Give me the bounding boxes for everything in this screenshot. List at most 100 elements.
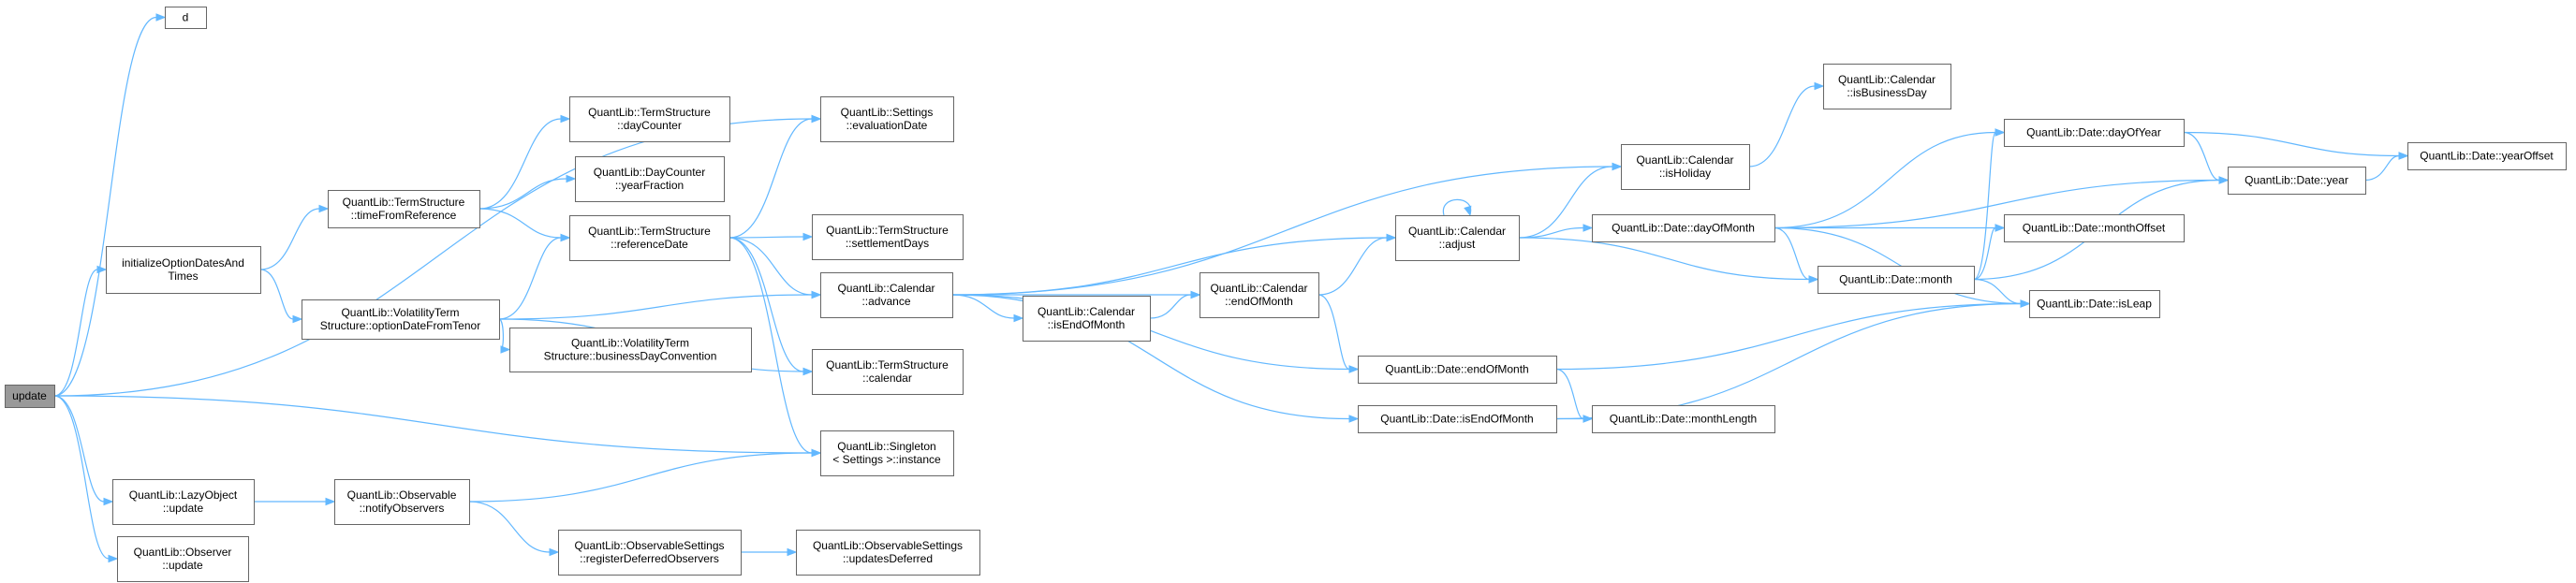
node-d[interactable]: d <box>165 7 207 29</box>
node-label: QuantLib::Calendar <box>1636 153 1733 167</box>
node-tsCalendar[interactable]: QuantLib::TermStructure::calendar <box>812 349 964 395</box>
edge-calEOM-to-calAdjust <box>1317 237 1388 296</box>
node-dateYearOffset[interactable]: QuantLib::Date::yearOffset <box>2407 142 2567 170</box>
edge-calIsHoliday-to-calIsBusinessDay <box>1748 85 1816 168</box>
edge-dateDayOfMonth-to-dateDayOfYear <box>1774 131 1996 229</box>
edge-tsRefDate-to-tsSettlement-arrowhead <box>802 232 814 241</box>
node-regDeferred[interactable]: QuantLib::ObservableSettings::registerDe… <box>558 530 742 576</box>
node-dateDayOfMonth[interactable]: QuantLib::Date::dayOfMonth <box>1592 214 1775 242</box>
node-dateMonth[interactable]: QuantLib::Date::month <box>1818 266 1975 294</box>
edge-dateIsEOM-to-dateIsLeap <box>1555 302 2022 420</box>
node-vtsBDC[interactable]: QuantLib::VolatilityTermStructure::busin… <box>509 328 752 372</box>
node-lazyUpdate[interactable]: QuantLib::LazyObject::update <box>112 479 255 525</box>
edge-calAdvance-to-calIsEOM-arrowhead <box>1013 313 1024 323</box>
node-dateMonthOffset[interactable]: QuantLib::Date::monthOffset <box>2004 214 2185 242</box>
node-dateIsEOM[interactable]: QuantLib::Date::isEndOfMonth <box>1358 405 1557 433</box>
edge-calIsEOM-to-calEOM-arrowhead <box>1190 290 1201 299</box>
node-label: ::notifyObservers <box>360 502 445 515</box>
node-label: ::isHoliday <box>1659 167 1711 180</box>
node-label: ::referenceDate <box>611 238 688 251</box>
edge-update-to-d-arrowhead <box>155 13 167 22</box>
node-obsUpdate[interactable]: QuantLib::Observer::update <box>117 536 249 582</box>
node-calAdjust[interactable]: QuantLib::Calendar::adjust <box>1395 215 1520 261</box>
edge-calEOM-to-calAdjust-arrowhead <box>1386 233 1397 242</box>
node-label: QuantLib::VolatilityTerm <box>341 306 459 319</box>
node-label: QuantLib::Singleton <box>837 440 935 453</box>
edge-update-to-initOpt <box>53 269 98 397</box>
edge-vtsOptionDate-to-calAdvance <box>498 294 813 320</box>
edge-initOpt-to-vtsOptionDate <box>259 269 294 320</box>
node-update[interactable]: update <box>5 385 55 408</box>
node-label: QuantLib::Calendar <box>1838 73 1936 86</box>
edge-calAdjust-to-calIsHoliday <box>1518 166 1613 239</box>
node-tsDayCounter[interactable]: QuantLib::TermStructure::dayCounter <box>569 96 730 142</box>
node-box <box>334 479 470 525</box>
edge-dateYear-to-dateYearOffset <box>2364 154 2400 182</box>
node-dcYearFraction[interactable]: QuantLib::DayCounter::yearFraction <box>575 156 725 202</box>
edge-calAdvance-to-calIsHoliday <box>951 166 1613 296</box>
node-calIsHoliday[interactable]: QuantLib::Calendar::isHoliday <box>1621 144 1750 190</box>
edge-calIsEOM-to-calEOM <box>1149 294 1192 319</box>
node-box <box>117 536 249 582</box>
node-label: Structure::businessDayConvention <box>544 350 717 363</box>
node-label: ::dayCounter <box>617 119 682 132</box>
node-box <box>2029 290 2160 318</box>
node-box <box>2407 142 2567 170</box>
node-dateDayOfYear[interactable]: QuantLib::Date::dayOfYear <box>2004 119 2185 147</box>
node-label: QuantLib::Date::yearOffset <box>2420 150 2554 163</box>
node-label: ::settlementDays <box>846 237 929 250</box>
node-calIsEOM[interactable]: QuantLib::Calendar::isEndOfMonth <box>1023 296 1151 342</box>
node-vtsOptionDate[interactable]: QuantLib::VolatilityTermStructure::optio… <box>302 299 500 340</box>
edge-vtsOptionDate-to-tsRefDate-arrowhead <box>560 233 571 242</box>
node-label: ::advance <box>861 295 910 308</box>
edge-calAdvance-to-calAdjust <box>951 237 1388 296</box>
node-label: QuantLib::Date::monthOffset <box>2023 222 2166 235</box>
node-updatesDeferred[interactable]: QuantLib::ObservableSettings::updatesDef… <box>796 530 980 576</box>
node-tsRefDate[interactable]: QuantLib::TermStructure::referenceDate <box>569 215 730 261</box>
node-calAdvance[interactable]: QuantLib::Calendar::advance <box>820 272 953 318</box>
node-box <box>1621 144 1750 190</box>
node-dateEOM[interactable]: QuantLib::Date::endOfMonth <box>1358 356 1557 384</box>
node-box <box>302 299 500 340</box>
node-tsSettlement[interactable]: QuantLib::TermStructure::settlementDays <box>812 214 964 260</box>
edge-initOpt-to-vtsOptionDate-arrowhead <box>292 314 303 324</box>
edge-lazyUpdate-to-notifyObs-arrowhead <box>325 497 336 506</box>
node-calEOM[interactable]: QuantLib::Calendar::endOfMonth <box>1200 272 1319 318</box>
node-label: QuantLib::TermStructure <box>588 225 711 238</box>
edge-calIsHoliday-to-calIsBusinessDay-arrowhead <box>1814 81 1825 91</box>
node-box <box>569 96 730 142</box>
edge-dateEOM-to-dateMonthLength <box>1555 368 1584 420</box>
node-label: ::adjust <box>1439 238 1476 251</box>
node-singleton[interactable]: QuantLib::Singleton< Settings >::instanc… <box>820 430 954 476</box>
node-box <box>106 246 261 294</box>
node-dateMonthLength[interactable]: QuantLib::Date::monthLength <box>1592 405 1775 433</box>
node-dateIsLeap[interactable]: QuantLib::Date::isLeap <box>2029 290 2160 318</box>
node-box <box>2228 167 2366 195</box>
node-calIsBusinessDay[interactable]: QuantLib::Calendar::isBusinessDay <box>1823 64 1951 109</box>
node-tsTimeFromRef[interactable]: QuantLib::TermStructure::timeFromReferen… <box>328 190 480 228</box>
node-label: QuantLib::Date::dayOfYear <box>2026 126 2161 139</box>
node-label: QuantLib::Observable <box>347 488 457 502</box>
node-label: ::update <box>163 502 204 515</box>
edge-tsRefDate-to-tsCalendar-arrowhead <box>802 367 814 376</box>
node-box <box>1358 356 1557 384</box>
node-box <box>575 156 725 202</box>
node-box <box>820 96 954 142</box>
node-label: ::endOfMonth <box>1225 295 1293 308</box>
node-settingsEval[interactable]: QuantLib::Settings::evaluationDate <box>820 96 954 142</box>
edge-calEOM-to-dateEOM <box>1317 294 1350 371</box>
node-label: QuantLib::Date::dayOfMonth <box>1612 222 1755 235</box>
node-label: d <box>183 11 189 24</box>
edge-calAdvance-to-dateIsEOM-arrowhead <box>1348 415 1360 423</box>
node-box <box>2004 214 2185 242</box>
node-label: QuantLib::Date::isLeap <box>2037 298 2152 311</box>
node-dateYear[interactable]: QuantLib::Date::year <box>2228 167 2366 195</box>
edge-dateMonth-to-dateDayOfYear-arrowhead <box>1995 128 2006 137</box>
node-label: QuantLib::TermStructure <box>826 358 949 372</box>
node-notifyObs[interactable]: QuantLib::Observable::notifyObservers <box>334 479 470 525</box>
edge-notifyObs-to-regDeferred <box>468 501 551 553</box>
edge-tsRefDate-to-singleton-arrowhead <box>811 448 822 458</box>
node-label: QuantLib::ObservableSettings <box>574 539 724 552</box>
edge-calAdjust-to-dateDayOfMonth-arrowhead <box>1582 224 1594 232</box>
